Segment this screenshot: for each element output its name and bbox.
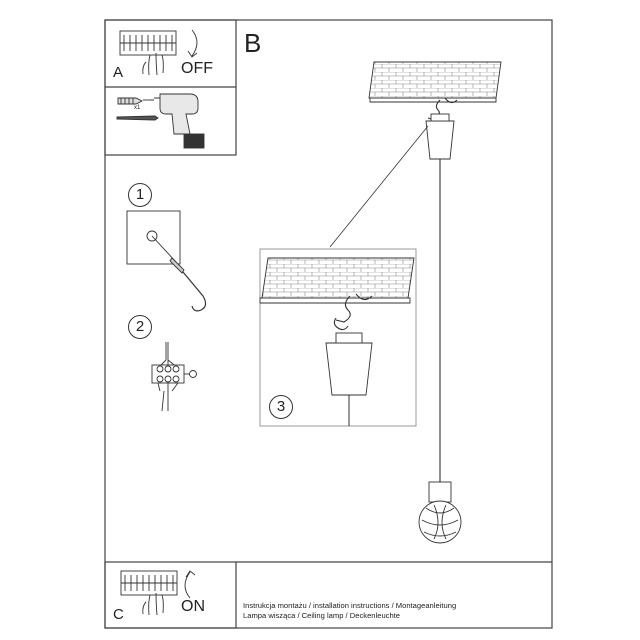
screw-icon (116, 115, 159, 121)
on-arrow-icon (184, 570, 196, 599)
earth-icon (189, 370, 197, 378)
ceiling-plate-main (368, 61, 502, 103)
canopy-detail (325, 332, 373, 396)
ceiling-plate-detail (259, 257, 415, 304)
step-1-number: 1 (128, 183, 152, 207)
wire-in (165, 342, 169, 360)
hand-icon (142, 52, 164, 76)
wire-out (161, 390, 169, 412)
off-arrow-icon (187, 29, 198, 58)
canopy-main (425, 113, 455, 160)
step-3-number: 3 (269, 395, 293, 419)
hook-detail-icon (333, 293, 373, 331)
off-label: OFF (181, 60, 213, 77)
fuse-box-off-illustration (119, 29, 198, 76)
panel-a-label: A (113, 64, 124, 81)
outer-frame (104, 19, 553, 629)
footer-line-2: Lampa wisząca / Ceiling lamp / Deckenleu… (243, 611, 401, 620)
drill-tools-illustration (116, 93, 205, 149)
drill-qty: x1 (134, 105, 141, 111)
panel-b-label: B (244, 28, 262, 58)
ceiling-hole (146, 230, 158, 242)
hand-on-icon (142, 592, 164, 616)
step-2-illustration (151, 342, 197, 412)
hook-icon (182, 271, 207, 312)
footer-line-1: Instrukcja montażu / installation instru… (243, 601, 457, 610)
bulb-icon (418, 500, 462, 544)
dowel-step1-icon (169, 257, 185, 274)
step-2-number: 2 (128, 315, 152, 339)
on-label: ON (181, 598, 205, 615)
panel-c-frame (104, 561, 237, 629)
panel-c-label: C (113, 606, 124, 623)
detail-leader-line (329, 125, 429, 248)
step-1-illustration (126, 210, 207, 312)
